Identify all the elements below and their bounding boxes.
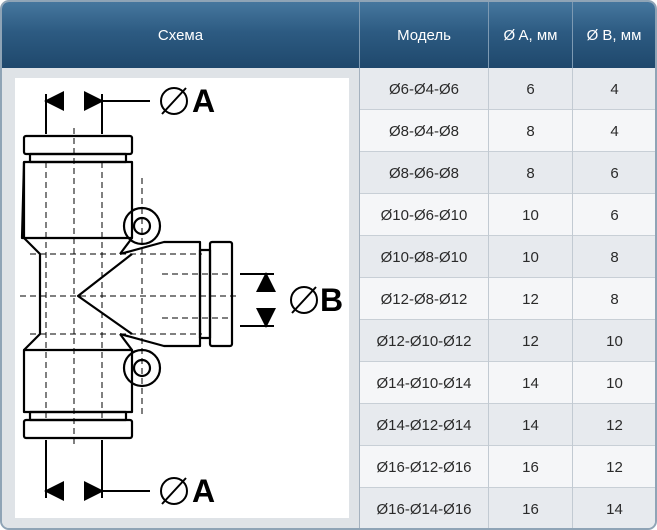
table-row: Ø8-Ø4-Ø8 8 4	[360, 110, 655, 152]
diameter-a-cell: 16	[489, 488, 573, 528]
model-cell: Ø14-Ø10-Ø14	[360, 362, 489, 404]
table-row: Ø12-Ø10-Ø12 12 10	[360, 320, 655, 362]
model-cell: Ø16-Ø14-Ø16	[360, 488, 489, 528]
model-cell: Ø12-Ø8-Ø12	[360, 278, 489, 320]
diameter-a-cell: 14	[489, 404, 573, 446]
model-table: Ø6-Ø4-Ø6 6 4 Ø8-Ø4-Ø8 8 4 Ø8-Ø6-Ø8 8 6 Ø…	[359, 68, 655, 528]
diameter-b-cell: 6	[610, 206, 619, 224]
diameter-b-cell: 10	[606, 374, 623, 392]
diameter-b-cell: 8	[610, 290, 619, 308]
dimension-a-top-label: A	[192, 83, 215, 119]
header-diameter-a: Ø A, мм	[489, 2, 573, 68]
model-cell: Ø8-Ø6-Ø8	[360, 152, 489, 194]
table-row: Ø16-Ø14-Ø16 16 14	[360, 488, 655, 528]
dimension-a-bottom-label: A	[192, 473, 215, 509]
diameter-b-cell: 12	[606, 458, 623, 476]
diameter-a-cell: 14	[489, 362, 573, 404]
header-schema: Схема	[2, 2, 360, 68]
diameter-b-cell: 8	[610, 248, 619, 266]
diameter-b-cell: 10	[606, 332, 623, 350]
table-row: Ø16-Ø12-Ø16 16 12	[360, 446, 655, 488]
diameter-a-cell: 8	[489, 152, 573, 194]
table-row: Ø8-Ø6-Ø8 8 6	[360, 152, 655, 194]
table-row: Ø14-Ø12-Ø14 14 12	[360, 404, 655, 446]
table-row: Ø10-Ø6-Ø10 10 6	[360, 194, 655, 236]
diameter-a-cell: 12	[489, 320, 573, 362]
schema-drawing-background	[15, 78, 349, 518]
model-cell: Ø8-Ø4-Ø8	[360, 110, 489, 152]
table-row: Ø12-Ø8-Ø12 12 8	[360, 278, 655, 320]
model-cell: Ø10-Ø8-Ø10	[360, 236, 489, 278]
dimension-b-label: B	[320, 282, 343, 318]
diameter-a-cell: 10	[489, 236, 573, 278]
diameter-b-cell: 4	[610, 80, 619, 98]
table-row: Ø14-Ø10-Ø14 14 10	[360, 362, 655, 404]
diameter-b-cell: 14	[606, 500, 623, 518]
model-cell: Ø12-Ø10-Ø12	[360, 320, 489, 362]
model-cell: Ø14-Ø12-Ø14	[360, 404, 489, 446]
diameter-a-cell: 16	[489, 446, 573, 488]
header-diameter-b: Ø B, мм	[586, 26, 642, 44]
table-row: Ø6-Ø4-Ø6 6 4	[360, 68, 655, 110]
diameter-b-cell: 6	[610, 164, 619, 182]
model-cell: Ø16-Ø12-Ø16	[360, 446, 489, 488]
tee-fitting-drawing: A B A	[20, 83, 343, 509]
diameter-a-cell: 10	[489, 194, 573, 236]
diameter-a-cell: 12	[489, 278, 573, 320]
schema-cell: A B A	[2, 68, 359, 528]
table-header: Схема Модель Ø A, мм Ø B, мм	[2, 2, 655, 68]
diameter-a-cell: 8	[489, 110, 573, 152]
diameter-b-cell: 12	[606, 416, 623, 434]
model-cell: Ø6-Ø4-Ø6	[360, 68, 489, 110]
diameter-b-cell: 4	[610, 122, 619, 140]
model-cell: Ø10-Ø6-Ø10	[360, 194, 489, 236]
header-model: Модель	[360, 2, 489, 68]
table-row: Ø10-Ø8-Ø10 10 8	[360, 236, 655, 278]
diameter-a-cell: 6	[489, 68, 573, 110]
